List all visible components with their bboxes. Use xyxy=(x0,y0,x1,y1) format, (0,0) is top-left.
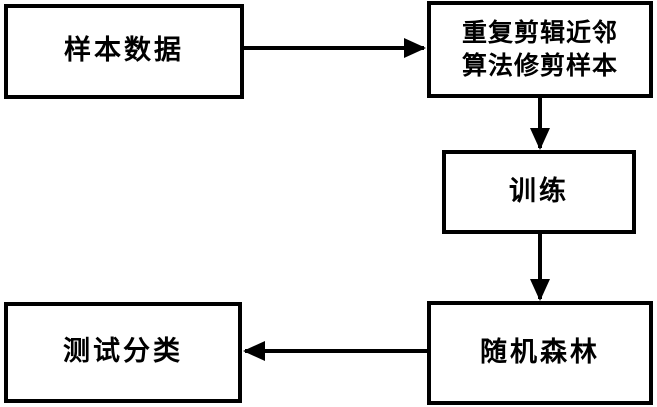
node-test-classification-label: 测试分类 xyxy=(63,336,183,368)
node-test-classification: 测试分类 xyxy=(4,302,242,403)
node-sample-data-label: 样本数据 xyxy=(64,35,184,67)
node-repeated-editing-nn-line-2: 算法修剪样本 xyxy=(461,50,618,80)
node-training-label: 训练 xyxy=(509,175,569,207)
node-repeated-editing-nn-line-1: 重复剪辑近邻 xyxy=(461,18,618,47)
node-sample-data: 样本数据 xyxy=(4,4,244,99)
node-random-forest: 随机森林 xyxy=(427,301,653,405)
node-random-forest-label: 随机森林 xyxy=(480,336,600,368)
node-training: 训练 xyxy=(442,150,636,234)
node-repeated-editing-nn: 重复剪辑近邻 算法修剪样本 xyxy=(427,1,653,98)
